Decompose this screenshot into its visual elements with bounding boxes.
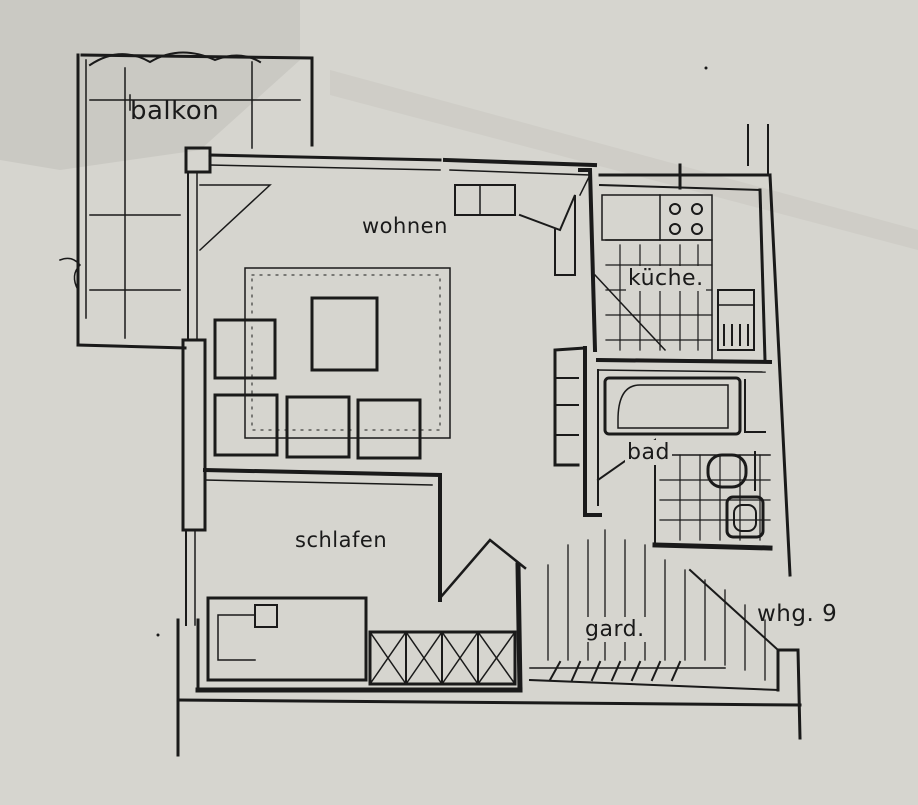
balcony-door-swing xyxy=(198,184,272,252)
room-label-bad: bad xyxy=(625,440,672,465)
balcony-area xyxy=(59,51,314,350)
apartment-number-label: whg. 9 xyxy=(757,601,838,627)
bathroom xyxy=(583,346,773,551)
room-label-balkon: balkon xyxy=(130,96,220,126)
room-label-schlafen: schlafen xyxy=(295,528,388,552)
wall-schlafen-gard xyxy=(515,562,523,693)
wall-wohnen-schlafen xyxy=(202,467,442,602)
hall-cabinet xyxy=(553,346,587,467)
room-label-kuche: küche. xyxy=(626,266,706,291)
room-label-wohnen: wohnen xyxy=(362,214,448,238)
paper-shadow xyxy=(0,0,300,170)
wohnen-furniture xyxy=(213,267,451,460)
room-label-gard: gard. xyxy=(583,617,647,642)
schlafen-door-swing xyxy=(438,538,527,600)
garderobe-area xyxy=(528,529,780,692)
outer-walls xyxy=(176,124,802,757)
kitchen-walls xyxy=(442,157,772,362)
schlafen-furniture xyxy=(206,596,517,686)
